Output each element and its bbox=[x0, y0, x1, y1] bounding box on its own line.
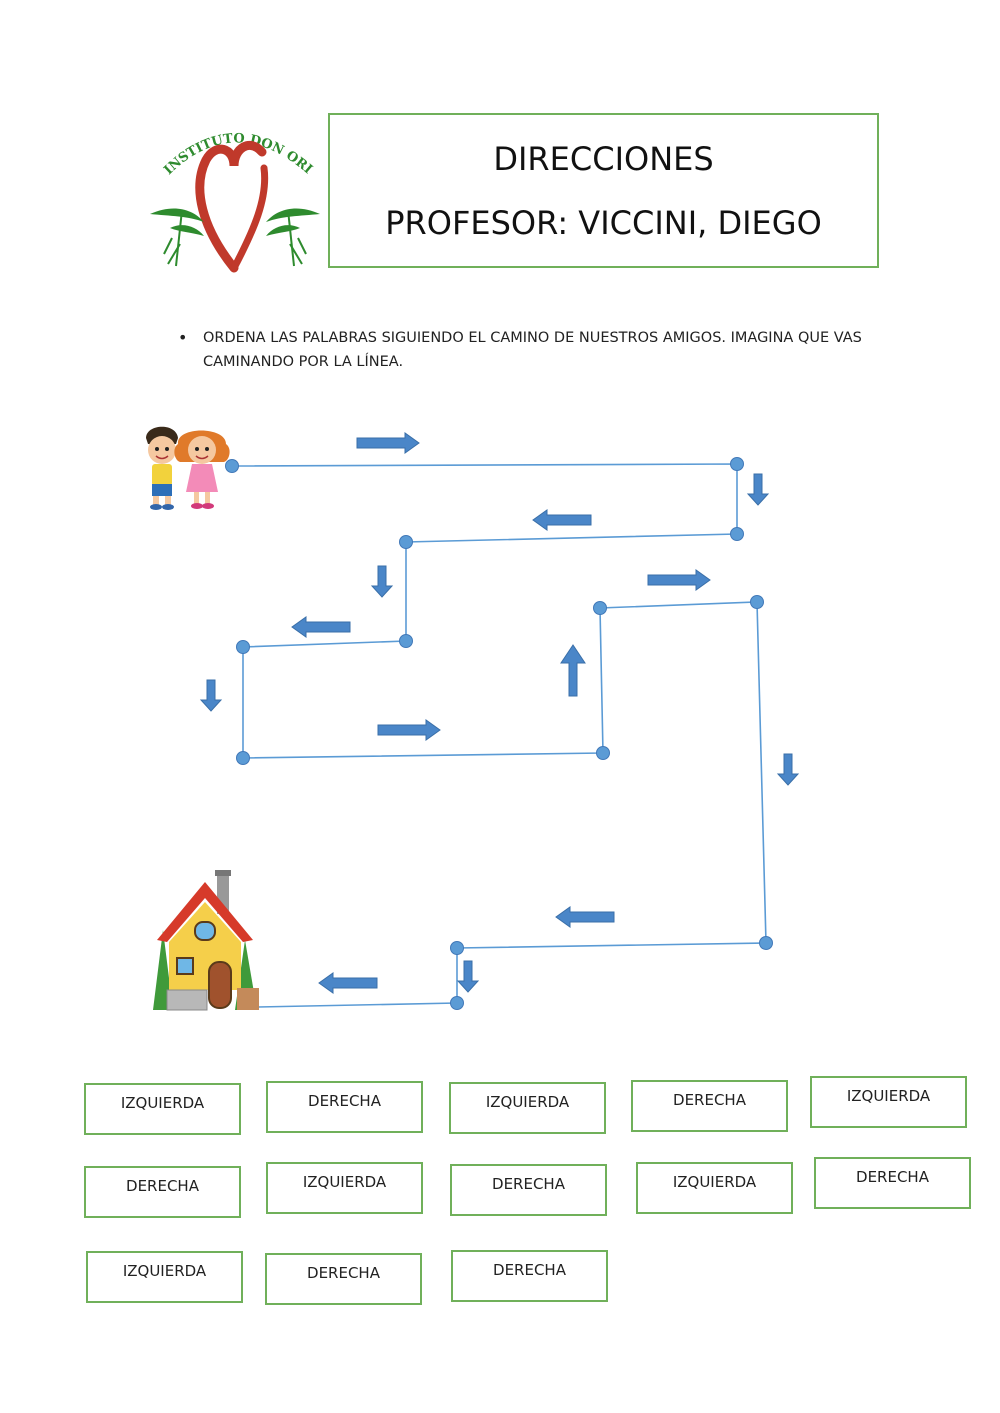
word-box-3[interactable]: IZQUIERDA bbox=[449, 1082, 606, 1134]
page-title: DIRECCIONES bbox=[493, 139, 714, 178]
word-box-2[interactable]: DERECHA bbox=[266, 1081, 423, 1133]
word-box-8[interactable]: DERECHA bbox=[450, 1164, 607, 1216]
instruction-text: ORDENA LAS PALABRAS SIGUIENDO EL CAMINO … bbox=[203, 330, 862, 370]
path-node bbox=[730, 457, 744, 471]
arrow-left-icon bbox=[532, 509, 592, 531]
house-icon bbox=[153, 870, 259, 1011]
path-node bbox=[593, 601, 607, 615]
arrow-left-icon bbox=[318, 972, 378, 994]
maze-path bbox=[231, 463, 767, 1008]
word-box-13[interactable]: DERECHA bbox=[451, 1250, 608, 1302]
path-node bbox=[225, 459, 239, 473]
arrow-right-icon bbox=[356, 432, 420, 454]
kids-icon bbox=[146, 426, 230, 510]
arrow-down-icon bbox=[746, 473, 770, 506]
path-node bbox=[399, 535, 413, 549]
arrow-right-icon bbox=[647, 569, 711, 591]
path-nodes bbox=[225, 457, 773, 1010]
word-box-4[interactable]: DERECHA bbox=[631, 1080, 788, 1132]
arrow-down-icon bbox=[370, 565, 394, 598]
path-node bbox=[399, 634, 413, 648]
word-box-1[interactable]: IZQUIERDA bbox=[84, 1083, 241, 1135]
arrow-left-icon bbox=[555, 906, 615, 928]
path-node bbox=[596, 746, 610, 760]
path-node bbox=[450, 941, 464, 955]
school-logo: INSTITUTO DON ORIONE bbox=[136, 107, 326, 274]
teacher-name: PROFESOR: VICCINI, DIEGO bbox=[385, 203, 822, 242]
word-box-12[interactable]: DERECHA bbox=[265, 1253, 422, 1305]
word-box-6[interactable]: DERECHA bbox=[84, 1166, 241, 1218]
word-box-11[interactable]: IZQUIERDA bbox=[86, 1251, 243, 1303]
path-node bbox=[730, 527, 744, 541]
path-node bbox=[750, 595, 764, 609]
word-box-7[interactable]: IZQUIERDA bbox=[266, 1162, 423, 1214]
arrow-right-icon bbox=[377, 719, 441, 741]
path-node bbox=[450, 996, 464, 1010]
path-node bbox=[759, 936, 773, 950]
arrow-down-icon bbox=[776, 753, 800, 786]
path-node bbox=[236, 640, 250, 654]
header-box: DIRECCIONES PROFESOR: VICCINI, DIEGO bbox=[328, 113, 879, 268]
path-node bbox=[236, 751, 250, 765]
logo-icon: INSTITUTO DON ORIONE bbox=[136, 107, 320, 273]
bullet: • bbox=[178, 328, 188, 347]
word-box-5[interactable]: IZQUIERDA bbox=[810, 1076, 967, 1128]
word-box-10[interactable]: DERECHA bbox=[814, 1157, 971, 1209]
arrow-left-icon bbox=[291, 616, 351, 638]
arrow-down-icon bbox=[199, 679, 223, 712]
word-box-9[interactable]: IZQUIERDA bbox=[636, 1162, 793, 1214]
arrow-down-icon bbox=[456, 960, 480, 993]
arrow-up-icon bbox=[560, 644, 586, 697]
